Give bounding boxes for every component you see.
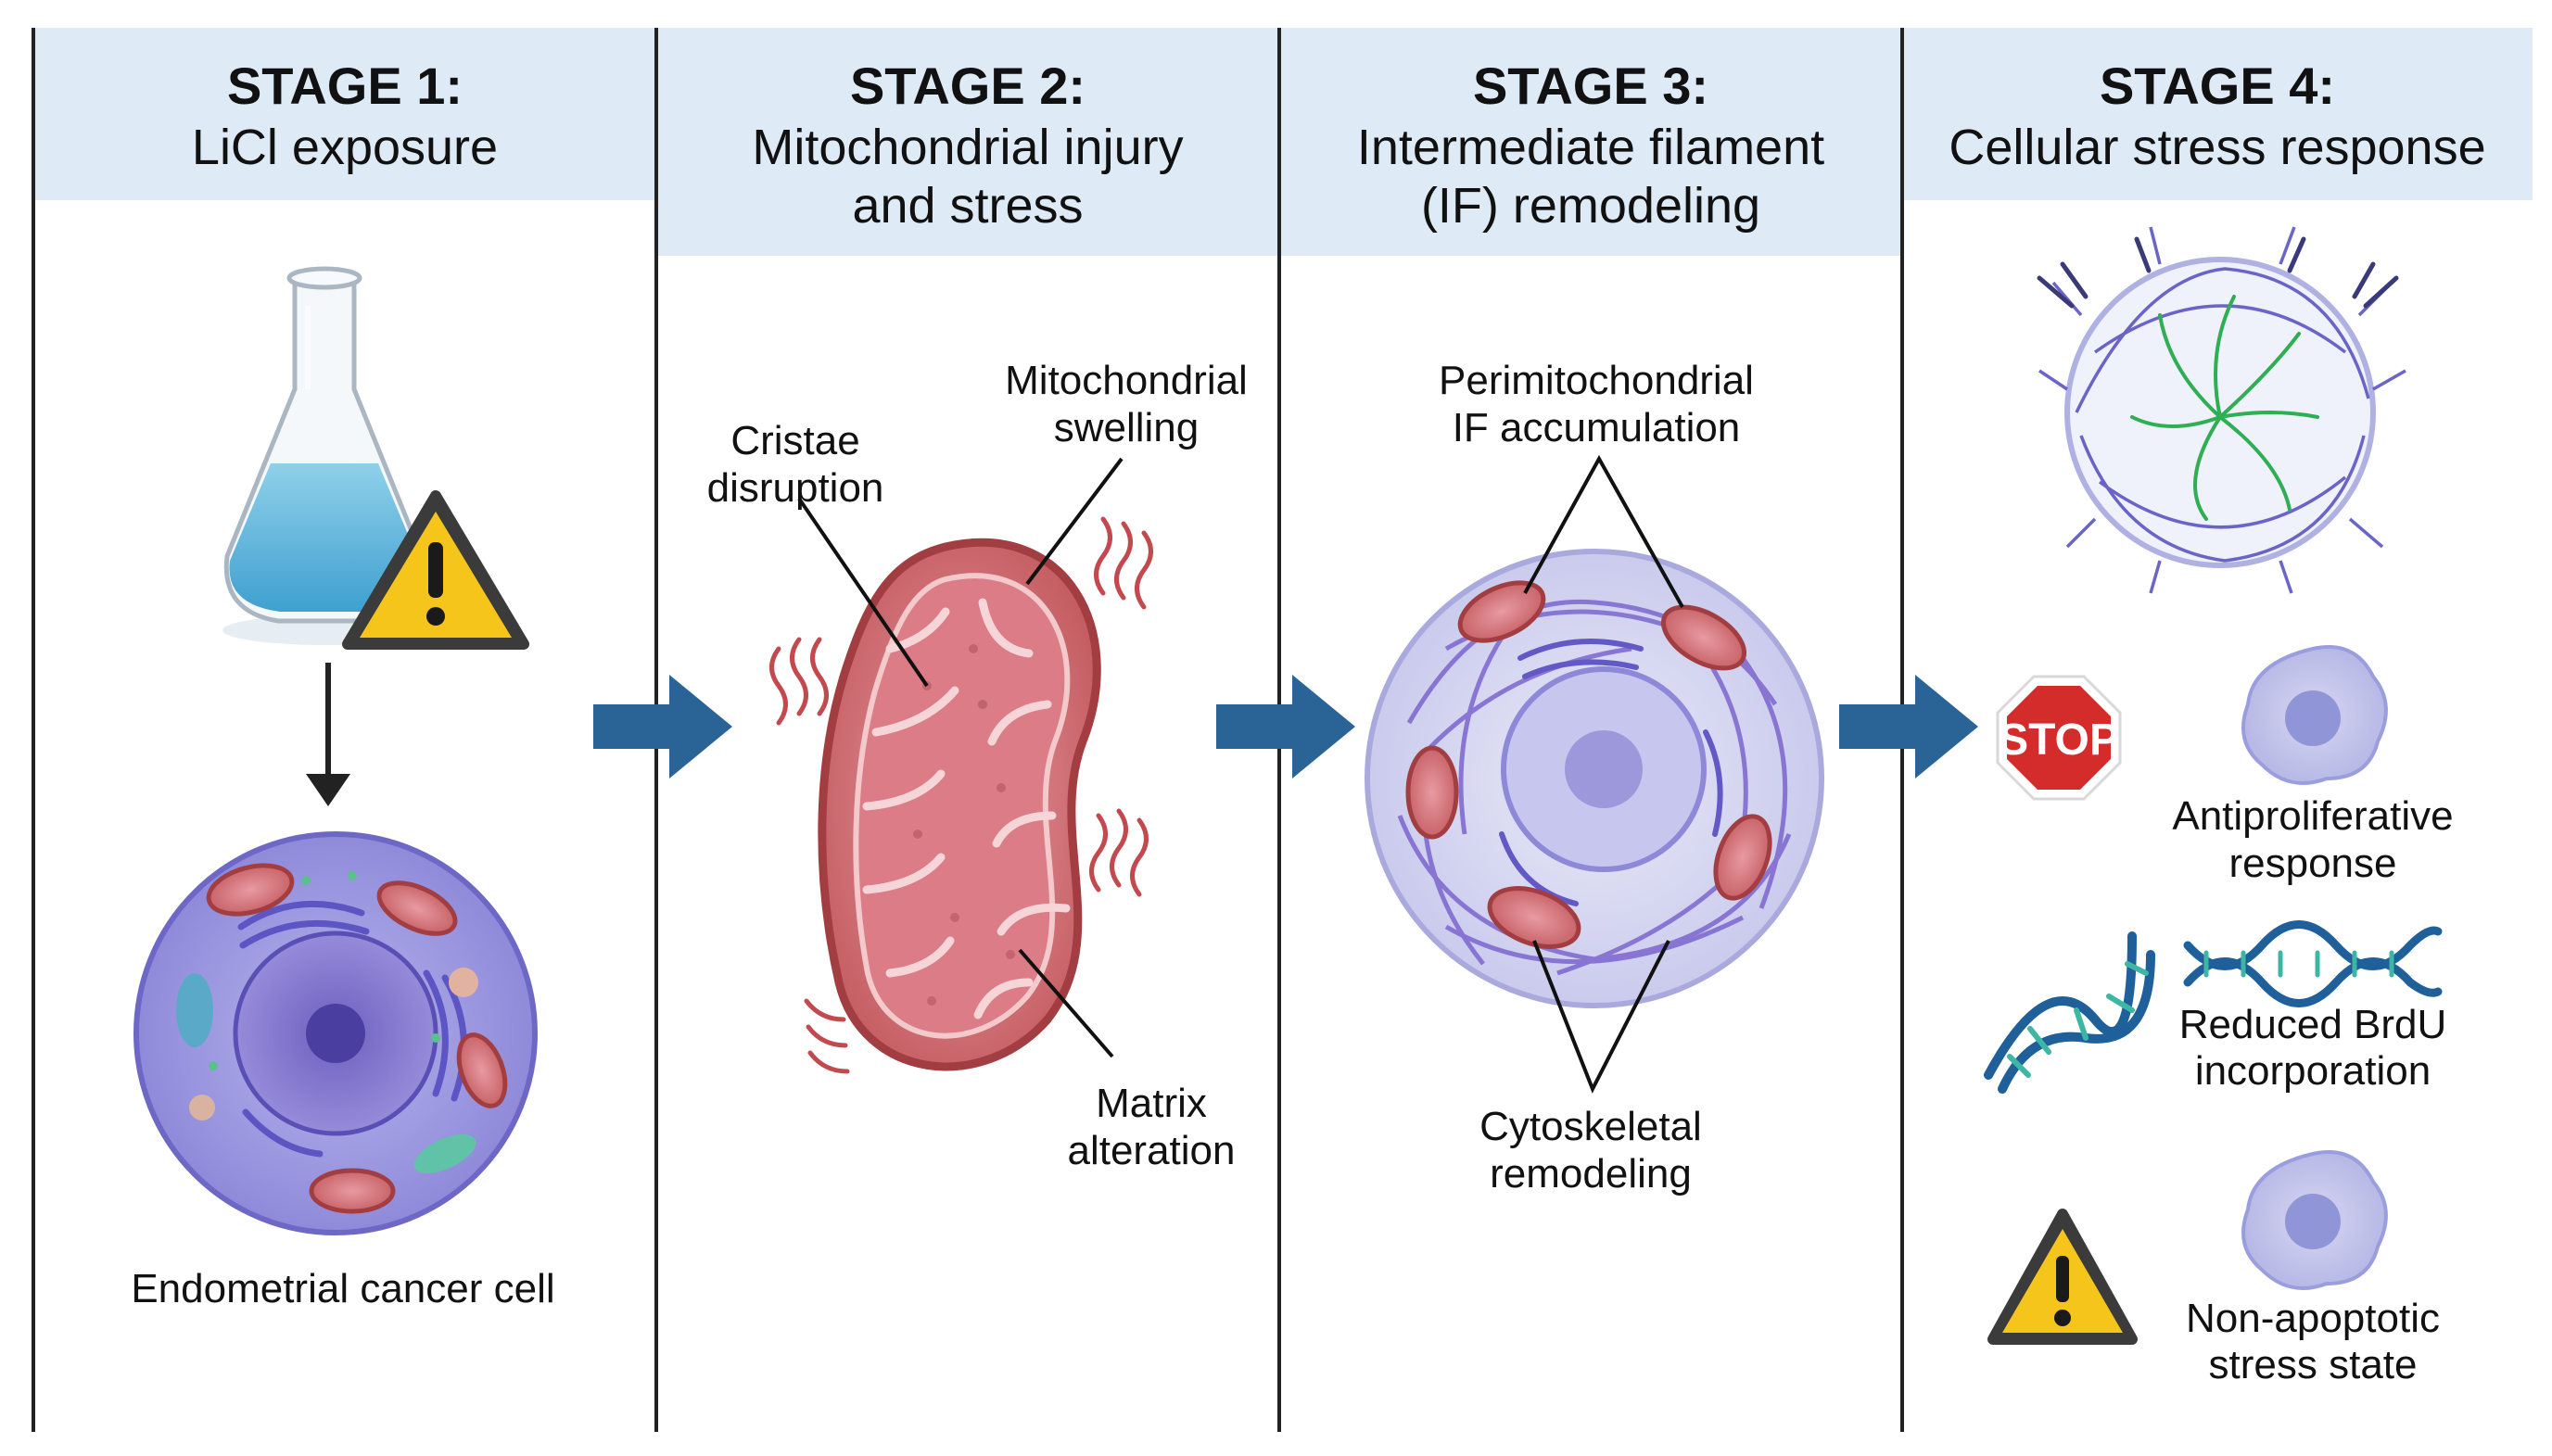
stage-2-title: STAGE 2:: [850, 57, 1086, 115]
warning-icon-2: [1987, 1209, 2138, 1345]
stage-2-panel: Mitochondrial swelling Cristae disruptio…: [707, 358, 1248, 1173]
stop-sign-text: STOP: [1999, 715, 2119, 765]
swollen-mitochondrion-illustration: [818, 538, 1101, 1071]
stage-1-panel: Endometrial cancer cell: [131, 266, 555, 1311]
header-band-stage-2: [656, 28, 1279, 256]
reduced-brdu-label-line-2: incorporation: [2195, 1048, 2431, 1094]
stage-3-mitochondria: [1405, 580, 1772, 949]
perimitochondrial-if-label-line-2: IF accumulation: [1453, 405, 1741, 450]
stage-3-header: STAGE 3: Intermediate filament (IF) remo…: [1357, 57, 1824, 234]
arrow-stage-3-to-4: [1839, 675, 1978, 779]
antiproliferative-label-line-2: response: [2228, 841, 2396, 886]
cristae-disruption-label-line-2: disruption: [707, 465, 884, 511]
stage-4-subtitle: Cellular stress response: [1949, 120, 2485, 175]
down-arrow-icon: [306, 663, 350, 806]
header-band-stage-1: [33, 28, 656, 200]
arrow-stage-2-to-3: [1216, 675, 1355, 779]
stage-3-title: STAGE 3:: [1473, 57, 1708, 115]
header-band-stage-4: [1902, 28, 2533, 200]
stage-4-panel: STOP Antiproliferative response: [1984, 226, 2454, 1387]
stage-arrows: [593, 675, 1978, 779]
stage-3-panel: Perimitochondrial IF accumulation Cytosk…: [1365, 358, 1824, 1196]
if-remodeled-cell-illustration: [1365, 549, 1824, 1008]
stage-3-subtitle-line-2: (IF) remodeling: [1421, 178, 1760, 234]
cytoskeletal-remodeling-label-line-1: Cytoskeletal: [1479, 1104, 1702, 1149]
stage-1-subtitle: LiCl exposure: [192, 120, 498, 175]
stage-2-subtitle-line-2: and stress: [852, 178, 1083, 234]
cell-1-mitochondrion: [206, 863, 508, 1214]
stage-4-title: STAGE 4:: [2100, 57, 2335, 115]
matrix-alteration-label-line-1: Matrix: [1096, 1081, 1207, 1126]
mitochondrial-swelling-label-line-2: swelling: [1054, 405, 1200, 450]
endometrial-cell-illustration: [133, 831, 538, 1235]
stage-2-subtitle-line-1: Mitochondrial injury: [752, 120, 1183, 175]
stress-lines: [769, 516, 1153, 1074]
arrow-stage-1-to-2: [593, 675, 732, 779]
stage-2-leader-lines: [797, 457, 1124, 1058]
stage-2-header: STAGE 2: Mitochondrial injury and stress: [752, 57, 1183, 234]
small-cell-icon-1: [2241, 645, 2388, 785]
stage-3-leader-lines: [1523, 454, 1684, 1094]
non-apoptotic-label-line-2: stress state: [2209, 1342, 2418, 1387]
dna-strand-icon: [2183, 920, 2443, 1007]
non-apoptotic-label-line-1: Non-apoptotic: [2186, 1296, 2440, 1341]
dna-icon: [1984, 931, 2155, 1094]
small-cell-icon-2: [2241, 1150, 2388, 1290]
cristae-disruption-label-line-1: Cristae: [730, 418, 859, 463]
antiproliferative-label-line-1: Antiproliferative: [2172, 793, 2453, 839]
stressed-cell-icon: [2037, 226, 2406, 594]
endometrial-cell-label: Endometrial cancer cell: [131, 1266, 554, 1311]
stage-4-header: STAGE 4: Cellular stress response: [1949, 57, 2485, 175]
stage-1-title: STAGE 1:: [227, 57, 463, 115]
perimitochondrial-if-label-line-1: Perimitochondrial: [1439, 358, 1754, 403]
header-bands: [33, 28, 2533, 256]
warning-icon: [342, 490, 529, 650]
header-band-stage-3: [1279, 28, 1902, 256]
mitochondrial-swelling-label-line-1: Mitochondrial: [1005, 358, 1248, 403]
matrix-alteration-label-line-2: alteration: [1067, 1128, 1235, 1173]
stage-1-header: STAGE 1: LiCl exposure: [192, 57, 498, 175]
reduced-brdu-label-line-1: Reduced BrdU: [2179, 1002, 2447, 1047]
stage-3-subtitle-line-1: Intermediate filament: [1357, 120, 1824, 175]
cytoskeletal-remodeling-label-line-2: remodeling: [1490, 1151, 1692, 1196]
stop-sign-icon: STOP: [1996, 675, 2122, 801]
